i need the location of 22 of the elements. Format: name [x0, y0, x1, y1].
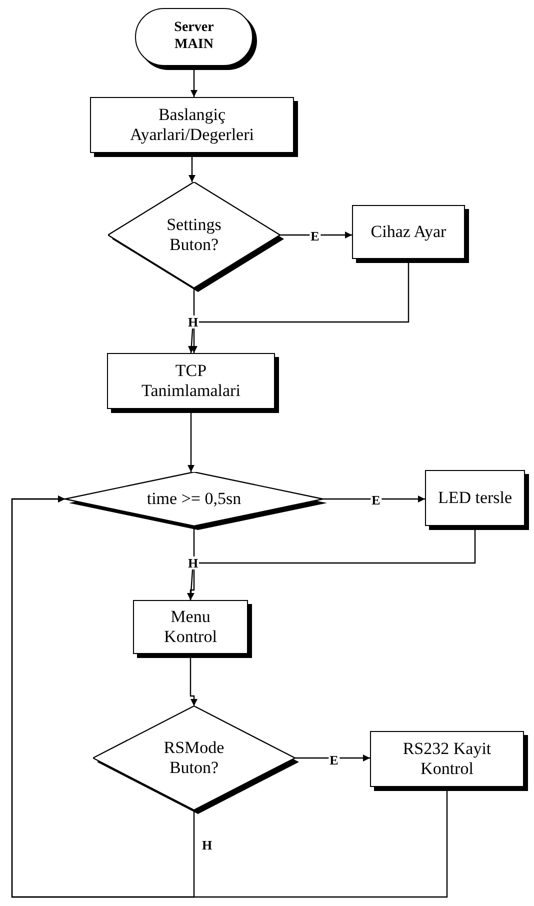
arrow [280, 232, 352, 238]
node-text: RS232 Kayit Kontrol [402, 738, 492, 780]
arrow [11, 496, 448, 898]
arrow [187, 526, 195, 600]
node-text: RSMode Buton? [162, 738, 226, 778]
node-text: TCP Tanimlamalari [140, 360, 242, 402]
node-text: Baslangiç Ayarlari/Degerleri [129, 104, 255, 146]
node-text: Server MAIN [173, 20, 215, 54]
node-text: Settings Buton? [166, 214, 222, 256]
node-text: Cihaz Ayar [370, 222, 446, 242]
node-text: LED tersle [438, 488, 512, 508]
edge-label: H [200, 838, 214, 852]
edge-label: E [370, 494, 382, 506]
node-text: time >= 0,5sn [146, 488, 242, 510]
edge-label: H [186, 556, 200, 570]
edge-label: H [186, 316, 200, 328]
arrow [295, 754, 370, 762]
arrow [190, 288, 198, 353]
arrow [323, 496, 425, 502]
edge-label: E [328, 754, 340, 766]
edge-label: E [310, 230, 320, 242]
node-text: Menu Kontrol [163, 606, 218, 648]
